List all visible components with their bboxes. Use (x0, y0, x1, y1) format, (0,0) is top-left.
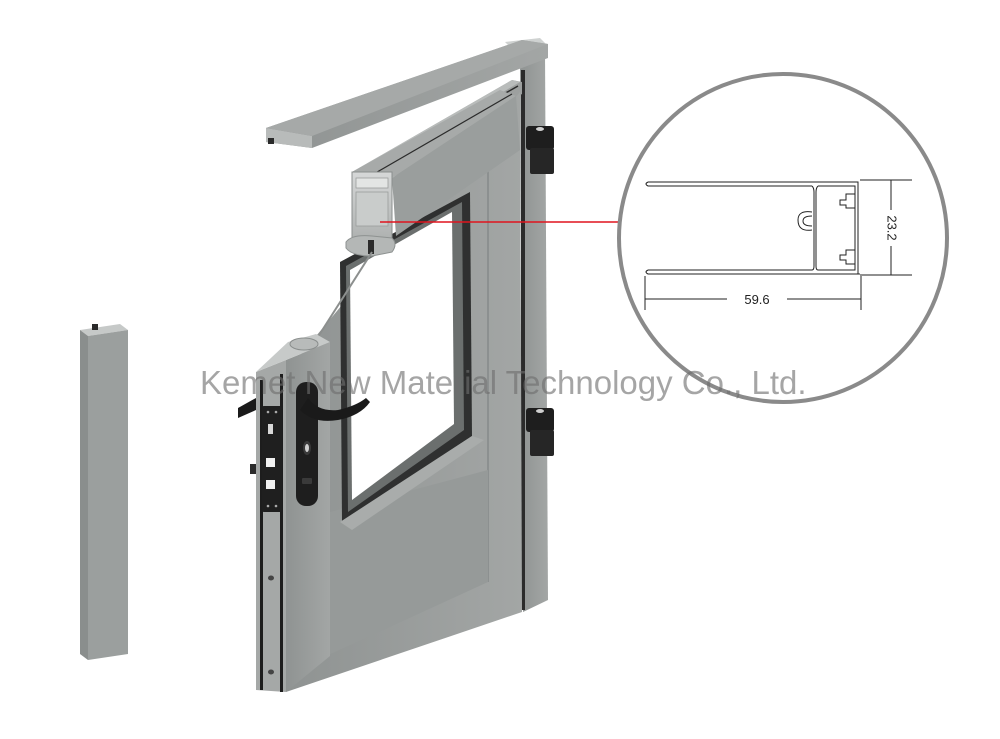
door-top-rail (345, 90, 520, 257)
handle-lever (300, 398, 370, 421)
width-dimension-label: 59.6 (744, 292, 769, 307)
bolt-slot-lower (266, 480, 275, 489)
latch-slot (268, 424, 273, 434)
thumb-turn (302, 478, 312, 484)
loose-profile (80, 324, 128, 660)
lever-handle (238, 382, 370, 506)
lock-faceplate (262, 406, 282, 512)
rear-handle (238, 398, 256, 418)
glazed-window (340, 192, 484, 530)
profile-callout: 59.6 23.2 (617, 72, 949, 404)
bolt-slot-upper (266, 458, 275, 467)
hinge-bottom (526, 408, 554, 456)
hinge-top (526, 126, 554, 174)
dimension-lines (644, 179, 912, 310)
top-frame-rail (266, 40, 548, 148)
lock-stile (256, 334, 330, 692)
profile-cross-section (645, 181, 860, 275)
glass-pane (350, 212, 454, 500)
height-dimension-label: 23.2 (885, 215, 900, 240)
magnifier-circle (617, 72, 949, 404)
assembly-guide-line (315, 251, 373, 341)
